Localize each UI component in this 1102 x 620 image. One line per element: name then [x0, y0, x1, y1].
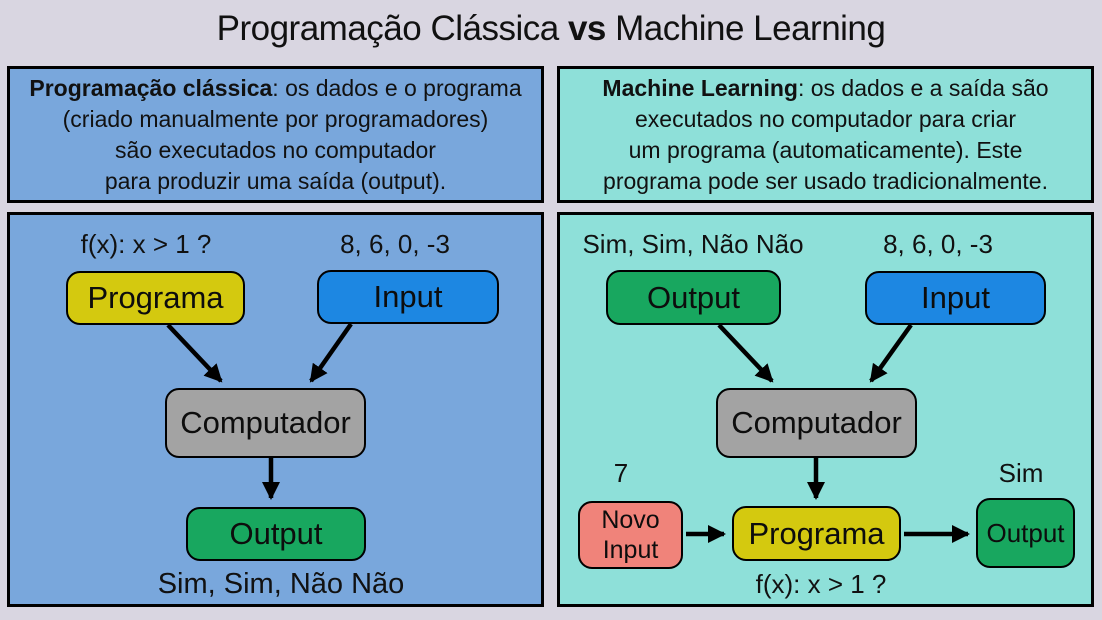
classic-program-node: Programa: [66, 271, 245, 325]
classic-input-annotation: 8, 6, 0, -3: [340, 229, 450, 259]
classic-desc-line-3: são executados no computador: [115, 136, 436, 163]
classic-flow-panel: f(x): x > 1 ? 8, 6, 0, -3 Programa Input…: [7, 212, 544, 607]
ml-desc-line-1: Machine Learning: os dados e a saída são: [560, 73, 1091, 104]
ml-desc-line-2: executados no computador para criar: [635, 105, 1016, 132]
ml-novo-input-node: Novo Input: [578, 501, 683, 569]
arrow-input-to-computer: [309, 322, 353, 383]
arrow-output-to-computer: [717, 323, 774, 383]
classic-desc-term: Programação clássica: [29, 74, 273, 101]
classic-input-node: Input: [317, 270, 499, 324]
ml-novo-input-line-1: Novo: [601, 506, 660, 534]
ml-desc-term: Machine Learning: [602, 74, 798, 101]
ml-novo-input-annotation: 7: [613, 458, 629, 488]
classic-desc-line-1: Programação clássica: os dados e o progr…: [10, 73, 541, 104]
page-title: Programação Clássica vs Machine Learning: [0, 9, 1102, 49]
classic-computer-node: Computador: [165, 388, 366, 458]
classic-description-panel: Programação clássica: os dados e o progr…: [7, 66, 544, 203]
ml-desc-line-4: programa pode ser usado tradicionalmente…: [603, 167, 1048, 194]
title-ml: Machine Learning: [615, 9, 886, 48]
ml-desc-line-3: um programa (automaticamente). Este: [628, 136, 1023, 163]
ml-novo-input-line-2: Input: [602, 536, 659, 564]
ml-computer-node: Computador: [716, 388, 917, 458]
ml-desc-line-1-rest: : os dados e a saída são: [797, 74, 1049, 101]
classic-output-annotation: Sim, Sim, Não Não: [157, 568, 405, 600]
ml-final-output-node: Output: [976, 498, 1075, 568]
ml-novo-input-label: Novo Input: [601, 505, 659, 565]
ml-output-node: Output: [606, 270, 781, 325]
ml-final-output-annotation: Sim: [998, 458, 1044, 488]
ml-input-annotation: 8, 6, 0, -3: [883, 229, 993, 259]
title-classic: Programação Clássica: [216, 9, 560, 48]
classic-desc-line-2: (criado manualmente por programadores): [62, 105, 489, 132]
title-vs: vs: [567, 9, 606, 48]
ml-program-node: Programa: [732, 506, 901, 561]
ml-input-node: Input: [865, 271, 1046, 325]
arrow-input-to-computer: [869, 323, 913, 383]
classic-desc-line-1-rest: : os dados e o programa: [272, 74, 522, 101]
classic-desc-line-4: para produzir uma saída (output).: [104, 167, 447, 194]
ml-output-annotation: Sim, Sim, Não Não: [582, 229, 804, 259]
ml-program-annotation: f(x): x > 1 ?: [755, 569, 887, 599]
classic-output-node: Output: [186, 507, 366, 561]
classic-program-annotation: f(x): x > 1 ?: [80, 229, 212, 259]
ml-flow-panel: Sim, Sim, Não Não 8, 6, 0, -3 Output Inp…: [557, 212, 1094, 607]
arrow-program-to-computer: [166, 323, 223, 383]
ml-description-panel: Machine Learning: os dados e a saída são…: [557, 66, 1094, 203]
